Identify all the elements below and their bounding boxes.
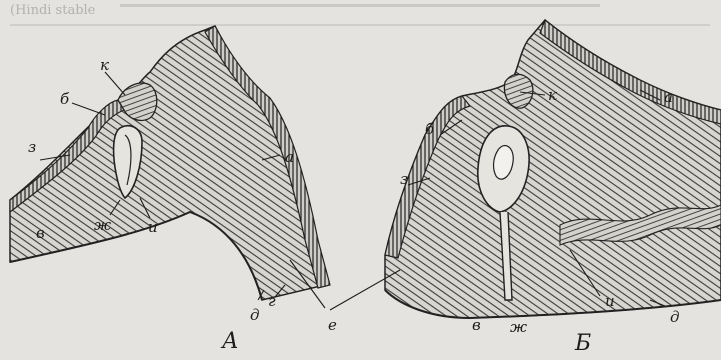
label-b-a: а <box>664 88 673 106</box>
label-a-v: в <box>36 224 45 242</box>
top-caption-fragment: (Hindi stable <box>10 3 96 18</box>
background-text-ghost: (Hindi stable <box>10 3 710 26</box>
label-a-d: д <box>250 306 260 324</box>
panel-b-connective-tissue <box>385 20 721 318</box>
label-e: е <box>328 316 337 334</box>
label-b-d: д <box>670 308 680 326</box>
label-a-g: г <box>268 292 276 310</box>
label-b-i: и <box>605 292 615 310</box>
label-b-k: к <box>548 86 557 104</box>
label-a-zh: ж <box>94 216 111 234</box>
panel-b-letter: Б <box>574 331 591 356</box>
panel-b <box>385 20 721 318</box>
label-a-i: и <box>148 218 158 236</box>
label-b-v: в <box>472 316 481 334</box>
label-a-a: а <box>285 148 294 166</box>
panel-a-letter: А <box>220 329 239 354</box>
label-a-k: к <box>100 56 109 74</box>
label-a-z: з <box>28 138 36 156</box>
label-a-b: б <box>60 90 70 108</box>
panel-a <box>10 26 330 300</box>
label-b-zh: ж <box>510 318 527 336</box>
label-b-z: з <box>400 170 408 188</box>
label-b-b: б <box>425 120 435 138</box>
